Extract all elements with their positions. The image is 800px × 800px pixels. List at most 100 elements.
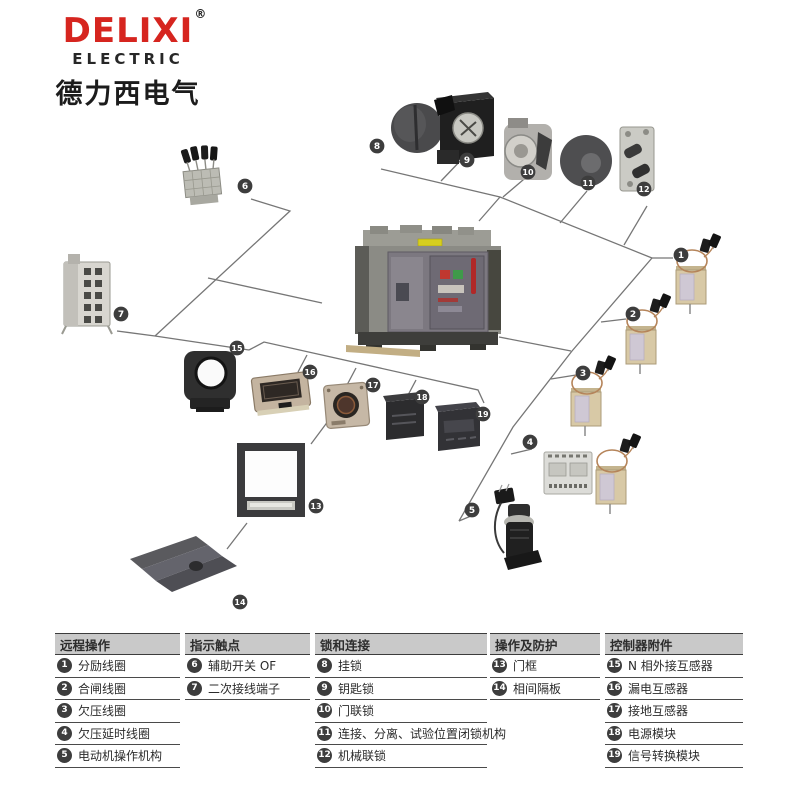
table-row: 16 漏电互感器 [605, 678, 743, 700]
marker-19: 19 [475, 406, 491, 422]
part-label: 连接、分离、试验位置闭锁机构 [338, 726, 507, 741]
part-8-padlock [391, 103, 443, 153]
part-number-badge: 15 [607, 658, 622, 674]
table-row: 6 辅助开关 OF [185, 655, 310, 678]
part-label: 机械联锁 [338, 749, 387, 764]
part-label: 挂锁 [338, 659, 363, 674]
table-row: 17 接地互感器 [605, 700, 743, 723]
svg-text:19: 19 [477, 410, 489, 419]
svg-text:16: 16 [304, 368, 316, 377]
part-number-badge: 13 [492, 658, 507, 674]
part-10-door-interlock [504, 118, 552, 180]
column-header: 远程操作 [55, 633, 180, 655]
part-3-undervoltage-coil [570, 354, 618, 437]
part-label: 接地互感器 [628, 704, 689, 719]
part-6-auxiliary-switch [180, 145, 223, 206]
marker-7: 7 [113, 306, 129, 322]
part-label: 钥匙锁 [338, 681, 375, 696]
part-number-badge: 17 [607, 703, 622, 719]
part-label: 门框 [513, 659, 538, 674]
marker-16: 16 [302, 364, 318, 380]
part-number-badge: 3 [57, 703, 72, 719]
part-number-badge: 19 [607, 748, 622, 764]
part-number-badge: 16 [607, 680, 622, 696]
column-header: 锁和连接 [315, 633, 487, 655]
part-4-undervoltage-delay [543, 432, 643, 515]
part-number-badge: 14 [492, 680, 507, 696]
svg-text:9: 9 [464, 156, 470, 166]
part-label: 欠压线圈 [78, 704, 127, 719]
table-row: 5 电动机操作机构 [55, 745, 180, 768]
svg-text:11: 11 [582, 179, 594, 188]
part-19-signal-module [435, 402, 480, 451]
brand-subtitle: ELECTRIC [72, 49, 184, 68]
part-1-shunt-release-coil [675, 232, 723, 315]
svg-text:14: 14 [234, 598, 246, 607]
marker-14: 14 [232, 594, 248, 610]
marker-4: 4 [522, 434, 538, 450]
part-label: 合闸线圈 [78, 681, 127, 696]
part-18-power-module [383, 392, 424, 440]
column-header: 操作及防护 [490, 633, 600, 655]
part-label: 门联锁 [338, 704, 375, 719]
marker-18: 18 [414, 389, 430, 405]
part-label: 电动机操作机构 [78, 749, 163, 764]
marker-11: 11 [580, 175, 596, 191]
part-7-secondary-terminal [61, 254, 113, 335]
brand-logo: DELIXI ® ELECTRIC 德力西电气 [28, 8, 228, 111]
part-16-leakage-ct [250, 371, 312, 416]
part-12-mechanical-interlock [619, 126, 655, 192]
marker-15: 15 [229, 340, 245, 356]
marker-8: 8 [369, 138, 385, 154]
part-number-badge: 6 [187, 658, 202, 674]
part-9-key-lock [434, 92, 494, 164]
part-number-badge: 10 [317, 703, 332, 719]
table-row: 13 门框 [490, 655, 600, 678]
part-label: 信号转换模块 [628, 749, 701, 764]
marker-17: 17 [365, 377, 381, 393]
part-number-badge: 2 [57, 680, 72, 696]
svg-text:17: 17 [367, 381, 378, 390]
circuit-breaker [346, 225, 501, 357]
part-label: 辅助开关 OF [208, 659, 277, 674]
svg-text:1: 1 [678, 251, 684, 261]
part-13-door-frame [237, 443, 305, 517]
part-number-badge: 1 [57, 658, 72, 674]
table-row: 3 欠压线圈 [55, 700, 180, 723]
part-number-badge: 11 [317, 725, 332, 741]
part-label: 漏电互感器 [628, 681, 689, 696]
part-14-phase-barrier [130, 536, 237, 592]
svg-text:2: 2 [630, 310, 636, 320]
svg-text:4: 4 [527, 438, 533, 448]
marker-3: 3 [575, 365, 591, 381]
brand-chinese: 德力西电气 [55, 78, 201, 110]
marker-10: 10 [520, 164, 536, 180]
table-row: 11 连接、分离、试验位置闭锁机构 [315, 723, 506, 745]
part-15-n-phase-ct [184, 351, 236, 412]
marker-2: 2 [625, 306, 641, 322]
part-number-badge: 7 [187, 680, 202, 696]
svg-text:6: 6 [242, 182, 248, 192]
svg-text:5: 5 [469, 506, 475, 516]
svg-text:13: 13 [310, 502, 321, 511]
part-label: N 相外接互感器 [628, 659, 713, 674]
part-5-motor-operator [494, 483, 542, 570]
part-number-badge: 5 [57, 748, 72, 764]
part-17-ground-ct [322, 381, 371, 430]
part-label: 欠压延时线圈 [78, 726, 151, 741]
marker-13: 13 [308, 498, 324, 514]
part-label: 分励线圈 [78, 659, 127, 674]
part-11-position-lock [560, 135, 612, 187]
